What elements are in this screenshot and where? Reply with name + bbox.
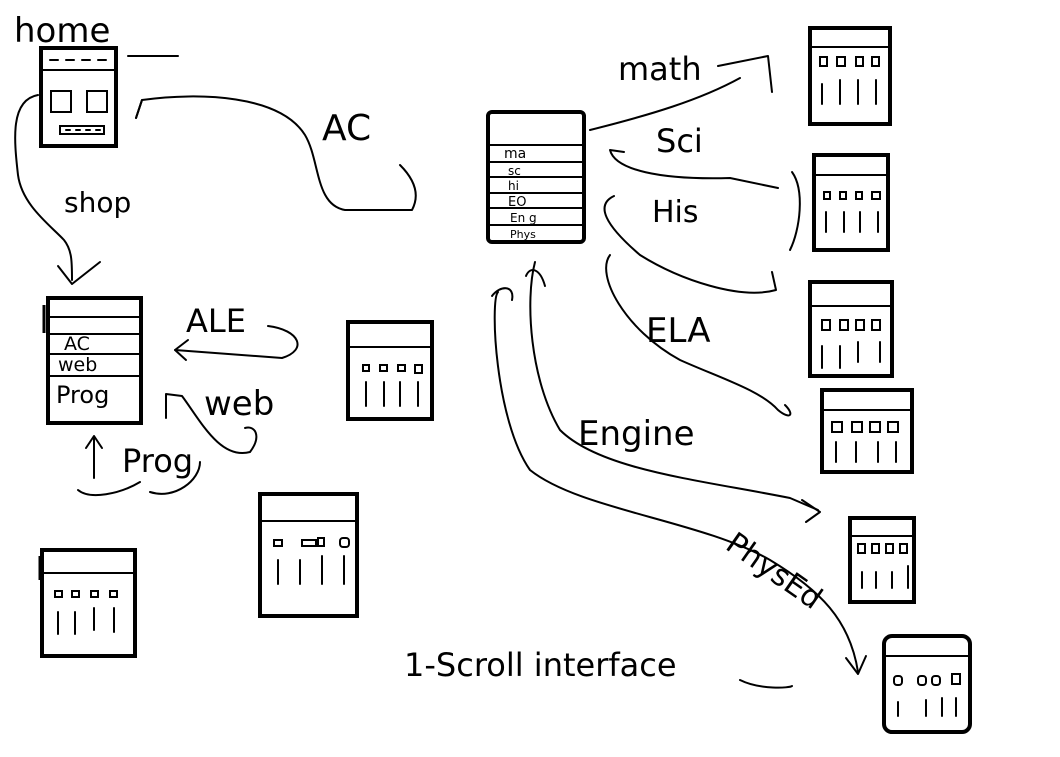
sci-screen[interactable] <box>812 153 890 252</box>
ale-arrow <box>174 325 299 359</box>
engine-arrowhead <box>801 499 821 523</box>
ac-label: AC <box>322 108 371 149</box>
shop-screen[interactable]: AC web Prog <box>42 296 143 425</box>
home-tile-left[interactable] <box>50 90 72 113</box>
home-to-shop-arrowhead <box>57 261 101 285</box>
physed-arrow <box>493 291 859 673</box>
shop-label: shop <box>64 186 131 219</box>
subject-menu-item-physed[interactable]: Phys <box>510 228 536 241</box>
ac-to-home-arrow <box>135 95 417 211</box>
engine-label: Engine <box>578 414 695 454</box>
scroll-interface-label: 1-Scroll interface <box>404 646 677 684</box>
prog-screen[interactable] <box>38 548 137 658</box>
ale-label: ALE <box>186 302 246 340</box>
sci-arrow <box>609 149 779 189</box>
subject-menu-item-ela[interactable]: EO <box>508 195 526 210</box>
shop-menu-item-ac[interactable]: AC <box>64 333 90 355</box>
home-screen[interactable] <box>39 46 118 148</box>
web-label: web <box>204 384 274 424</box>
scroll-interface-underline <box>739 679 793 689</box>
prog-label: Prog <box>122 442 193 480</box>
physed-arrow-start <box>491 287 514 301</box>
math-arrow-tail <box>717 55 773 93</box>
physed-arrowhead <box>845 655 867 675</box>
his-screen[interactable] <box>808 280 894 378</box>
engine-screen[interactable] <box>848 516 916 604</box>
subject-menu-item-math[interactable]: ma <box>504 146 526 162</box>
physed-screen[interactable] <box>882 634 972 734</box>
engine-arrow-start <box>525 269 546 287</box>
math-arrow <box>589 77 741 131</box>
his-bracket <box>789 171 801 251</box>
subject-menu-item-engine[interactable]: En g <box>510 211 537 225</box>
prog-loop-arrow <box>77 461 201 497</box>
subject-menu-item-sci[interactable]: sc <box>508 164 521 178</box>
math-screen[interactable] <box>808 26 892 126</box>
sci-label: Sci <box>656 122 703 160</box>
home-bottom-bar[interactable] <box>59 125 105 135</box>
physed-label: PhysEd <box>719 526 828 617</box>
math-label: math <box>618 50 702 88</box>
web-arrow <box>165 393 258 455</box>
home-label: home <box>14 11 110 51</box>
shop-menu-item-web[interactable]: web <box>58 354 97 376</box>
ale-screen[interactable] <box>346 320 434 421</box>
ela-arrow <box>605 254 792 417</box>
home-to-shop-arrow <box>14 94 73 281</box>
home-tile-right[interactable] <box>86 90 108 113</box>
his-arrow <box>603 195 777 294</box>
subject-menu-item-his[interactable]: hi <box>508 179 519 193</box>
subject-menu-screen[interactable]: ma sc hi EO En g Phys <box>486 110 586 244</box>
his-label: His <box>652 195 699 230</box>
engine-arrow <box>529 261 819 511</box>
shop-menu-item-prog[interactable]: Prog <box>56 381 109 409</box>
ela-screen[interactable] <box>820 388 914 474</box>
ale-arrowhead <box>174 339 189 361</box>
ac-to-home-arrowhead <box>135 99 143 119</box>
web-screen[interactable] <box>258 492 359 618</box>
prog-up-arrow <box>85 435 103 479</box>
